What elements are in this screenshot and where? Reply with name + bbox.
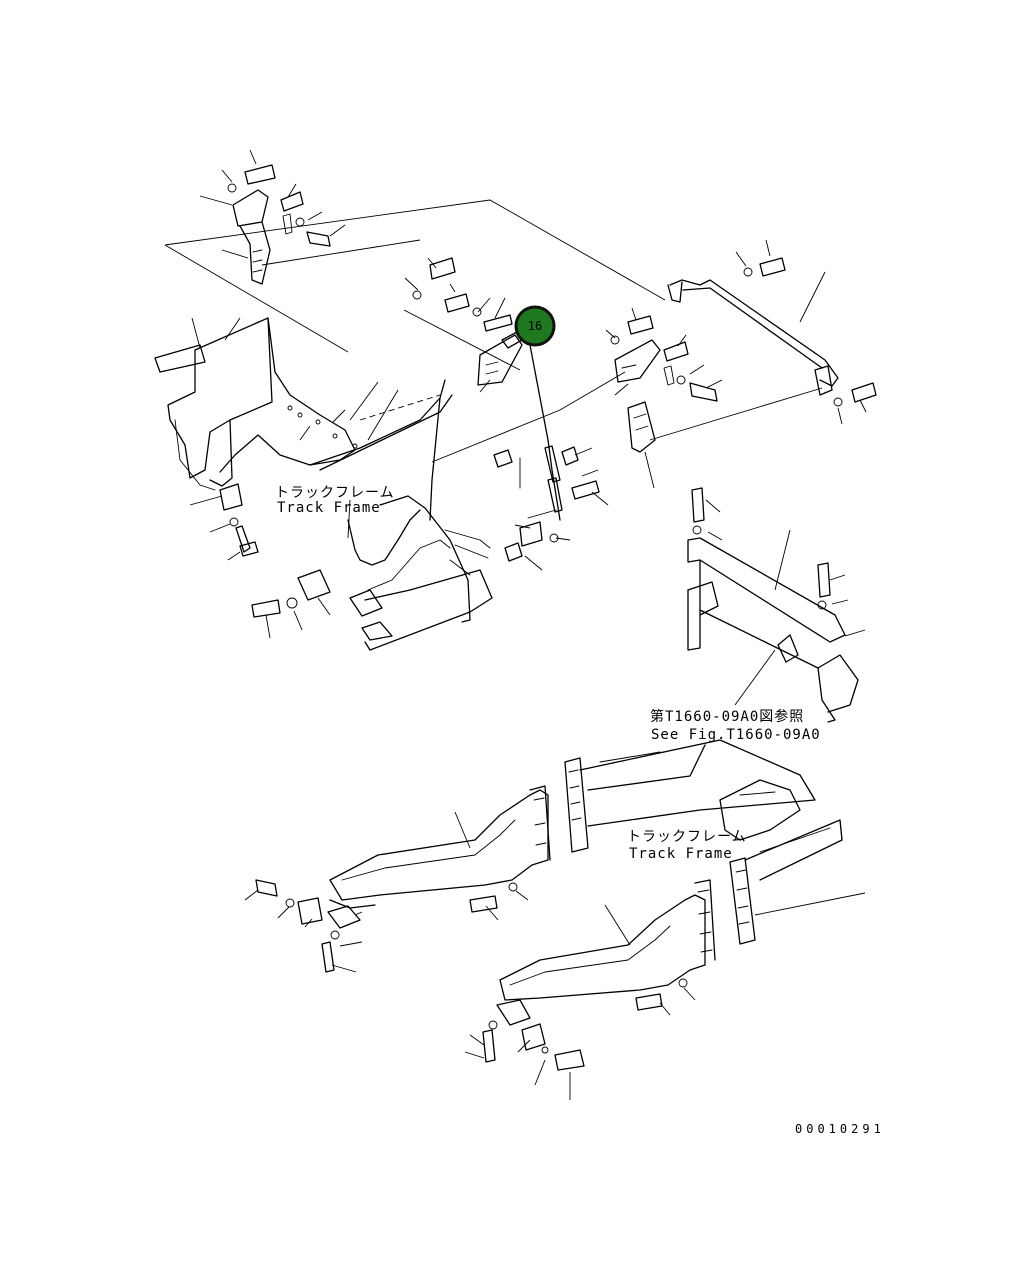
center-lever-assembly xyxy=(403,257,626,571)
left-frame-assembly xyxy=(154,317,453,561)
top-left-bracket-assembly xyxy=(164,149,666,353)
track-frame-top-jp: トラックフレーム xyxy=(275,485,395,501)
left-lower-link xyxy=(251,495,493,651)
callout-16-circle[interactable] xyxy=(514,305,556,347)
middle-track-frame xyxy=(564,739,866,945)
right-frame-bracket xyxy=(687,487,866,723)
ref-label-en: See Fig.T1660-09A0 xyxy=(651,727,821,743)
track-frame-top-en: Track Frame xyxy=(277,500,381,516)
callout-16-number: 16 xyxy=(528,319,542,333)
label-see-fig: 第T1660-09A0図参照 See Fig.T1660-09A0 xyxy=(650,708,821,743)
left-arm-lower xyxy=(244,785,551,973)
label-track-frame-top: トラックフレーム Track Frame xyxy=(275,485,395,516)
track-frame-mid-en: Track Frame xyxy=(629,846,733,862)
label-track-frame-mid: トラックフレーム Track Frame xyxy=(627,829,747,862)
ref-label-jp: 第T1660-09A0図参照 xyxy=(650,708,804,725)
drawing-number: 00010291 xyxy=(795,1122,885,1136)
callout-16[interactable]: 16 xyxy=(514,305,556,347)
track-frame-mid-jp: トラックフレーム xyxy=(627,829,747,845)
right-arm-lower xyxy=(464,879,716,1100)
right-top-bracket-assembly xyxy=(605,239,877,489)
